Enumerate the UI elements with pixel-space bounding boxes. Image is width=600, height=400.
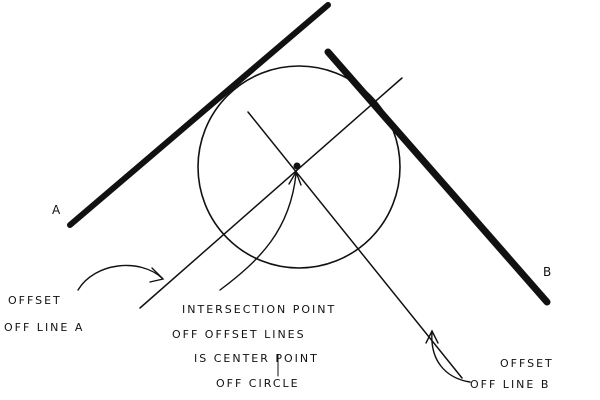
arrow-offset-a (77, 264, 163, 291)
arrowhead-intersection (288, 170, 302, 186)
arrow-offset-b (431, 331, 471, 383)
arrowhead-offset-b (425, 329, 439, 344)
center-point (293, 162, 301, 170)
label-line-b: B (543, 265, 553, 279)
line-a (67, 2, 331, 228)
arrowhead-offset-a (149, 267, 165, 283)
intersection-line1: INTERSECTION POINT (182, 303, 336, 316)
offset-a-line1: OFFSET (8, 294, 62, 307)
offset-b-line2: OFF LINE B (470, 378, 550, 391)
line-b (324, 48, 551, 306)
offset-line-a (139, 77, 403, 309)
offset-line-b (247, 111, 463, 379)
intersection-line2: OFF OFFSET LINES (172, 328, 306, 341)
intersection-line3: IS CENTER POINT (194, 352, 319, 365)
label-line-a: A (52, 203, 62, 217)
offset-b-line1: OFFSET (500, 357, 554, 370)
offset-a-line2: OFF LINE A (4, 321, 84, 334)
circle (197, 65, 401, 269)
intersection-line4: OFF CIRCLE (216, 377, 300, 390)
arrow-intersection (219, 173, 297, 291)
